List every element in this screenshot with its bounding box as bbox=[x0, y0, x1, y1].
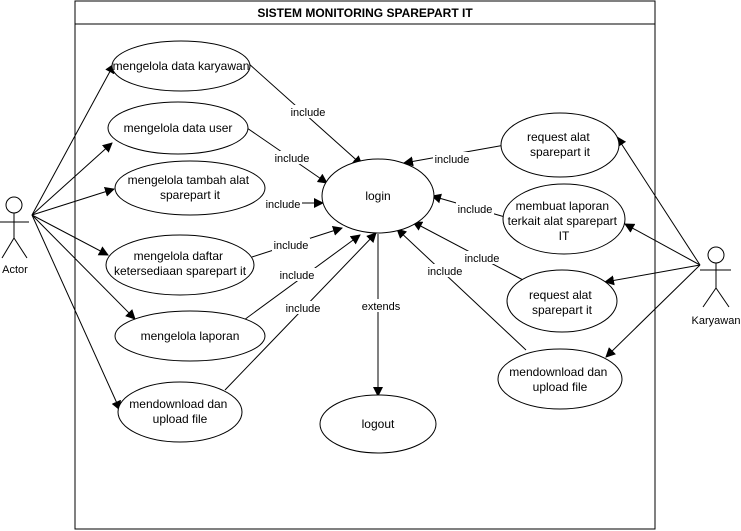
svg-text:mengelola daftar keterse: mengelola daftar ketersediaan sparepart … bbox=[114, 249, 247, 278]
use-case-label: logout bbox=[362, 417, 395, 431]
use-case-label: request alat bbox=[529, 288, 592, 302]
use-case-label: sparepart it bbox=[160, 188, 221, 202]
use-case-label: mendownload dan bbox=[509, 365, 607, 379]
use-case-label: upload file bbox=[533, 380, 588, 394]
use-case-label: ketersediaan sparepart it bbox=[114, 264, 247, 278]
actor-associations bbox=[31, 63, 136, 411]
actor-label: Actor bbox=[2, 264, 28, 276]
karyawan-figure[interactable] bbox=[700, 246, 731, 308]
use-case-data-user[interactable]: mengelola data user bbox=[107, 101, 249, 155]
karyawan-associations bbox=[604, 136, 701, 358]
use-case-membuat-laporan[interactable]: membuat laporan terkait alat sparepart I… bbox=[502, 183, 626, 255]
svg-text:mendownload dan upload f: mendownload dan upload file bbox=[129, 397, 230, 426]
use-case-label: upload file bbox=[153, 412, 208, 426]
svg-text:request alat sparepart i: request alat sparepart it bbox=[529, 288, 595, 317]
use-case-label: terkait alat sparepart bbox=[508, 214, 618, 228]
use-case-label: mengelola laporan bbox=[141, 329, 240, 343]
use-case-label: membuat laporan bbox=[516, 199, 609, 213]
use-case-label: mengelola tambah alat bbox=[128, 173, 250, 187]
include-label-7: include bbox=[435, 154, 470, 166]
include-label-4: include bbox=[274, 240, 309, 252]
use-case-data-karyawan[interactable]: mengelola data karyawan bbox=[111, 40, 251, 92]
svg-text:mengelola laporan: mengelola laporan bbox=[141, 329, 240, 343]
use-case-download-actor[interactable]: mendownload dan upload file bbox=[117, 381, 243, 443]
include-label-6: include bbox=[286, 303, 321, 315]
include-label-5: include bbox=[280, 270, 315, 282]
use-case-label: mengelola daftar bbox=[134, 249, 223, 263]
svg-text:membuat laporan terkait: membuat laporan terkait alat sparepart I… bbox=[508, 199, 621, 243]
use-case-label: sparepart it bbox=[532, 303, 593, 317]
karyawan-label: Karyawan bbox=[692, 315, 741, 327]
system-title: SISTEM MONITORING SPAREPART IT bbox=[257, 6, 473, 20]
use-case-label: mengelola data karyawan bbox=[113, 59, 250, 73]
svg-text:logout: logout bbox=[362, 417, 395, 431]
use-case-label: request alat bbox=[527, 130, 590, 144]
include-label-9: include bbox=[465, 253, 500, 265]
include-label-3: include bbox=[266, 199, 301, 211]
use-case-request-2[interactable]: request alat sparepart it bbox=[506, 269, 618, 333]
use-case-download-karyawan[interactable]: mendownload dan upload file bbox=[497, 348, 623, 410]
svg-text:mengelola data karyawan: mengelola data karyawan bbox=[113, 59, 250, 73]
include-label-2: include bbox=[275, 153, 310, 165]
svg-text:request alat sparepart i: request alat sparepart it bbox=[527, 130, 593, 159]
use-case-daftar-ketersediaan[interactable]: mengelola daftar ketersediaan sparepart … bbox=[105, 234, 255, 296]
use-case-label: mendownload dan bbox=[129, 397, 227, 411]
include-label-8: include bbox=[458, 204, 493, 216]
use-case-tambah-alat[interactable]: mengelola tambah alat sparepart it bbox=[114, 160, 266, 216]
svg-text:mengelola data user: mengelola data user bbox=[124, 121, 233, 135]
svg-text:mendownload dan upload f: mendownload dan upload file bbox=[509, 365, 610, 394]
use-case-logout[interactable]: logout bbox=[319, 394, 437, 454]
use-case-login[interactable]: login bbox=[321, 158, 435, 234]
extends-label: extends bbox=[362, 301, 401, 313]
use-case-label: IT bbox=[559, 229, 570, 243]
relation-labels: include include include include include … bbox=[264, 105, 501, 315]
svg-text:login: login bbox=[365, 189, 390, 203]
use-case-laporan[interactable]: mengelola laporan bbox=[114, 310, 266, 362]
use-case-label: login bbox=[365, 189, 390, 203]
use-case-label: sparepart it bbox=[530, 145, 591, 159]
actor-figure[interactable] bbox=[0, 196, 29, 259]
svg-text:mengelola tambah alat sp: mengelola tambah alat sparepart it bbox=[128, 173, 253, 202]
include-label-1: include bbox=[291, 107, 326, 119]
include-label-10: include bbox=[428, 266, 463, 278]
use-case-request-1[interactable]: request alat sparepart it bbox=[500, 112, 620, 178]
use-case-label: mengelola data user bbox=[124, 121, 233, 135]
